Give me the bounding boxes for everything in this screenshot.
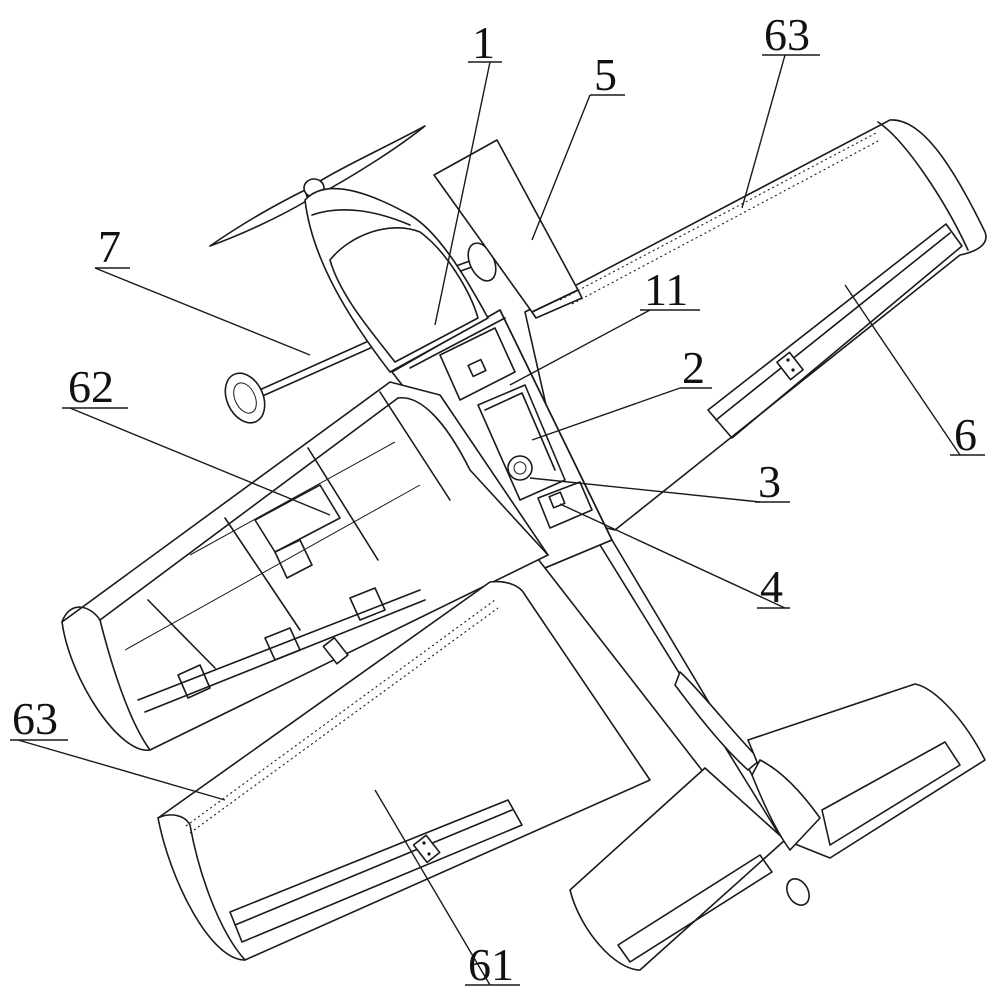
label-teeth-lower: 63 xyxy=(12,693,58,744)
label-battery-bay: 2 xyxy=(682,342,705,393)
label-detached-panel: 5 xyxy=(594,49,617,100)
label-fuselage-cover: 11 xyxy=(644,264,688,315)
label-canopy: 1 xyxy=(472,17,495,68)
label-wing-frame: 62 xyxy=(68,361,114,412)
right-wing xyxy=(525,120,986,530)
label-landing-gear: 7 xyxy=(98,221,121,272)
label-wing-skin: 61 xyxy=(468,939,514,990)
label-teeth-upper: 63 xyxy=(764,9,810,60)
label-connector: 4 xyxy=(760,561,783,612)
tail-surfaces xyxy=(570,684,985,970)
label-servo: 3 xyxy=(758,456,781,507)
label-right-wing: 6 xyxy=(954,409,977,460)
